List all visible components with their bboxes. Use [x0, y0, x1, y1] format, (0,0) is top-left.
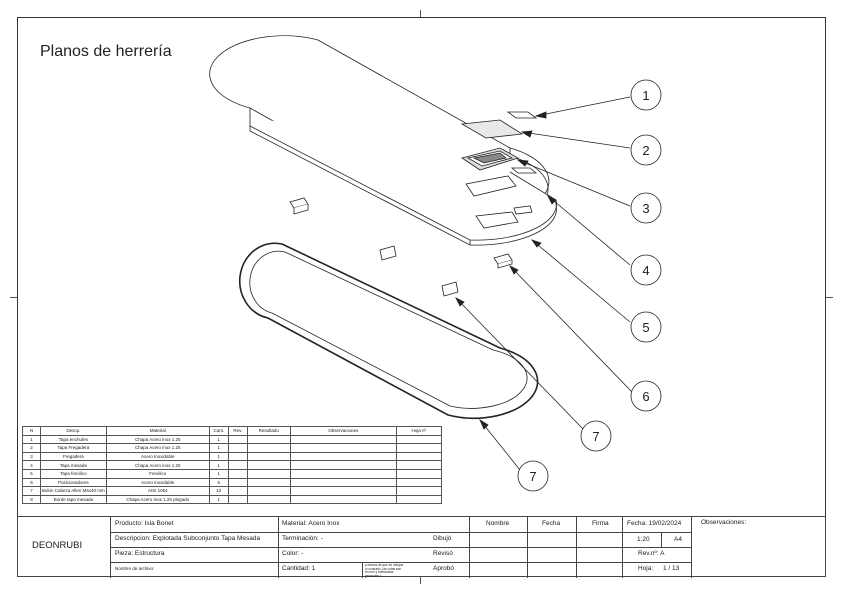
company-name: DEONRUBI — [32, 540, 83, 551]
header-rev: Rev. — [227, 426, 248, 436]
callout-7b-label: 7 — [529, 469, 536, 484]
part-tapa-enchufes — [506, 111, 538, 119]
reviewed-by-label: Revisó — [433, 550, 453, 557]
balloon-6 — [630, 380, 662, 412]
part-tapa-fregadera — [460, 119, 524, 139]
callout-3-label: 3 — [642, 201, 649, 216]
color-field: Color: - — [282, 550, 304, 557]
balloon-4 — [630, 254, 662, 286]
header-resultado: Resultado — [246, 426, 291, 436]
sheet-label: Hoja: — [638, 565, 654, 572]
quantity-field: Cantidad: 1 — [282, 565, 316, 572]
parts-list-header: N Descp. Material Cant. Rev. Resultado O… — [22, 426, 442, 436]
balloon-1 — [630, 79, 662, 111]
tolerance-note: a menos de que se indique lo contrario, … — [365, 563, 404, 579]
balloon-7a — [580, 420, 612, 452]
balloon-2 — [630, 134, 662, 166]
header-observaciones: Observaciones — [289, 426, 397, 436]
callout-1-label: 1 — [642, 88, 649, 103]
product-field: Producto: Isla Bonet — [115, 520, 174, 527]
title-block: DEONRUBI Producto: Isla Bonet Descripcio… — [17, 516, 826, 579]
center-mark-top — [420, 10, 421, 17]
center-mark-left — [10, 297, 17, 298]
page-title: Planos de herrería — [40, 43, 172, 60]
part-borde-tapa-mesada — [239, 242, 539, 420]
approved-by-label: Aprobó — [433, 565, 454, 572]
sheet-number: 1 / 13 — [663, 565, 680, 572]
callout-5-label: 5 — [642, 320, 649, 335]
center-mark-bottom — [420, 577, 421, 584]
center-mark-right — [826, 297, 833, 298]
callout-2-label: 2 — [642, 143, 649, 158]
scale-field: 1:20 — [637, 536, 650, 543]
revision-field: Rev.nº: A — [638, 550, 665, 557]
column-firma: Firma — [592, 520, 609, 527]
header-material: Material — [105, 426, 210, 436]
column-nombre: Nombre — [486, 520, 510, 527]
material-field: Material: Acero Inox — [282, 520, 340, 527]
header-desc: Descp. — [40, 426, 107, 436]
date-field: Fecha: 19/02/2024 — [627, 520, 682, 527]
callout-6-label: 6 — [642, 389, 649, 404]
filename-field: Nombre de archivo: — [115, 566, 155, 571]
description-field: Descripcion: Explotada Subconjunto Tapa … — [115, 535, 261, 542]
header-hoja: Hoja nº — [395, 426, 442, 436]
header-qty: Cant. — [208, 426, 229, 436]
header-n: N — [22, 426, 41, 436]
piece-field: Pieza: Estructura — [115, 550, 165, 557]
parts-list-table: N Descp. Material Cant. Rev. Resultado O… — [22, 426, 442, 505]
column-fecha: Fecha — [542, 520, 561, 527]
balloon-5 — [630, 311, 662, 343]
observations-label: Observaciones: — [701, 519, 747, 526]
format-field: A4 — [674, 536, 682, 543]
callout-4-label: 4 — [642, 263, 649, 278]
finish-field: Terminación: - — [282, 535, 323, 542]
drawn-by-label: Dibujó — [433, 535, 452, 542]
callout-7a-label: 7 — [592, 429, 599, 444]
balloon-7b — [517, 460, 549, 492]
balloon-3 — [630, 192, 662, 224]
